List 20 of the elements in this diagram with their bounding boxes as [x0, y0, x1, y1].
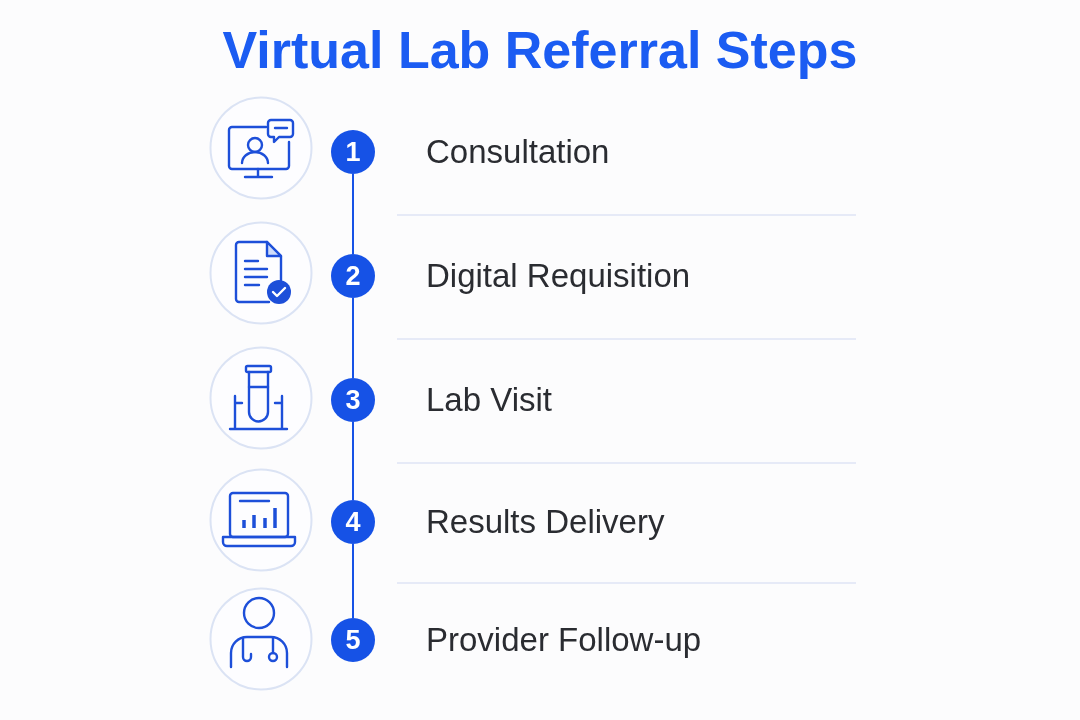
- step-title: Results Delivery: [426, 503, 665, 541]
- connector-line: [352, 297, 354, 379]
- step-number-badge: 4: [331, 500, 375, 544]
- step-title: Lab Visit: [426, 381, 552, 419]
- monitor-person-chat-icon: [209, 96, 313, 200]
- doctor-stethoscope-icon: [209, 587, 313, 691]
- title: Virtual Lab Referral Steps: [222, 21, 858, 81]
- laptop-chart-icon: [209, 468, 313, 572]
- connector-line: [352, 421, 354, 501]
- document-check-icon: [209, 221, 313, 325]
- step-number-badge: 1: [331, 130, 375, 174]
- step-number-badge: 3: [331, 378, 375, 422]
- step-title: Provider Follow-up: [426, 621, 702, 659]
- test-tube-icon: [209, 346, 313, 450]
- connector-line: [352, 543, 354, 619]
- step-number-badge: 5: [331, 618, 375, 662]
- step-title: Digital Requisition: [426, 257, 691, 295]
- step-number-badge: 2: [331, 254, 375, 298]
- step-title: Consultation: [426, 133, 610, 171]
- connector-line: [352, 173, 354, 255]
